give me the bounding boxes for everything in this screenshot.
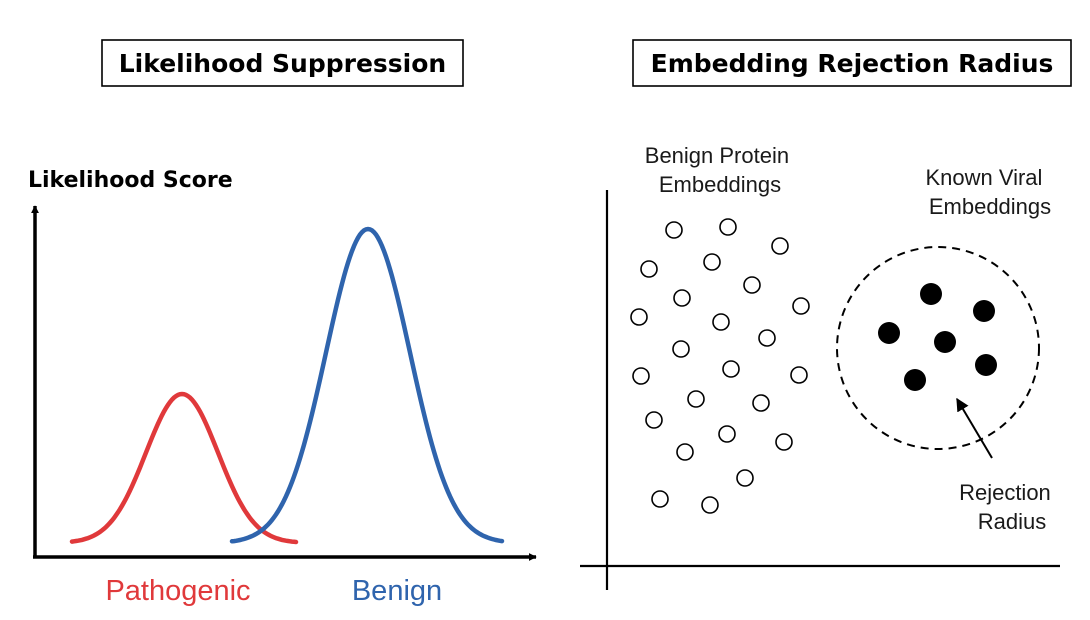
benign-embedding-point: [665, 221, 683, 239]
benign-embeddings-label: Benign Protein Embeddings: [645, 143, 795, 197]
benign-embeddings-label-line2: Embeddings: [659, 172, 781, 197]
benign-label: Benign: [352, 575, 442, 607]
viral-embedding-point: [878, 322, 900, 344]
viral-embedding-point: [973, 300, 995, 322]
benign-embedding-point: [792, 297, 810, 315]
rejection-radius-label-line1: Rejection: [959, 480, 1051, 505]
viral-embedding-point: [920, 283, 942, 305]
benign-embedding-point: [640, 260, 658, 278]
benign-embedding-point: [736, 469, 754, 487]
viral-embedding-point: [975, 354, 997, 376]
viral-embeddings-label-line1: Known Viral: [925, 165, 1042, 190]
left-panel-title: Likelihood Suppression: [119, 49, 446, 78]
viral-embeddings-label-line2: Embeddings: [929, 194, 1051, 219]
benign-embedding-point: [676, 443, 694, 461]
viral-embedding-points: [878, 283, 997, 391]
benign-embedding-point: [775, 433, 793, 451]
benign-embedding-point: [651, 490, 669, 508]
benign-embedding-points: [630, 218, 810, 514]
right-panel-title: Embedding Rejection Radius: [651, 49, 1054, 78]
benign-embedding-point: [790, 366, 808, 384]
rejection-radius-circle: [836, 246, 1040, 450]
benign-embedding-point: [673, 289, 691, 307]
benign-embedding-point: [672, 340, 690, 358]
benign-embedding-point: [630, 308, 648, 326]
viral-embedding-point: [904, 369, 926, 391]
y-axis-label: Likelihood Score: [28, 168, 233, 193]
benign-embedding-point: [712, 313, 730, 331]
benign-embedding-point: [703, 253, 721, 271]
right-title-box: [632, 39, 1072, 87]
likelihood-suppression-panel: Likelihood Suppression Likelihood Score …: [28, 39, 537, 607]
benign-embedding-point: [722, 360, 740, 378]
benign-embedding-point: [771, 237, 789, 255]
left-title-box: [101, 39, 464, 87]
radius-pointer-arrow: [956, 397, 993, 459]
benign-embedding-point: [645, 411, 663, 429]
benign-embedding-point: [752, 394, 770, 412]
benign-embedding-point: [687, 390, 705, 408]
viral-embeddings-label: Known Viral Embeddings: [925, 165, 1051, 219]
pathogenic-label: Pathogenic: [105, 575, 250, 607]
benign-embedding-point: [743, 276, 761, 294]
benign-embedding-point: [701, 496, 719, 514]
benign-distribution-curve: [229, 226, 505, 544]
benign-embedding-point: [632, 367, 650, 385]
benign-embedding-point: [718, 425, 736, 443]
rejection-radius-label-line2: Radius: [978, 509, 1046, 534]
benign-embeddings-label-line1: Benign Protein: [645, 143, 789, 168]
benign-embedding-point: [719, 218, 737, 236]
benign-embedding-point: [758, 329, 776, 347]
rejection-radius-label: Rejection Radius: [959, 480, 1057, 534]
viral-embedding-point: [934, 331, 956, 353]
embedding-rejection-panel: Embedding Rejection Radius Benign Protei…: [580, 39, 1072, 590]
pathogenic-distribution-curve: [69, 391, 299, 545]
